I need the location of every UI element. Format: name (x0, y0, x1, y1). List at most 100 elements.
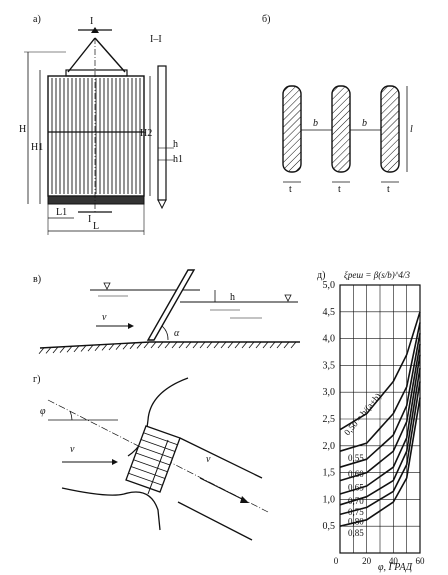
flow-out-arrow-shaft (199, 477, 245, 501)
series-label: 0,65 (348, 483, 364, 493)
series-line (339, 333, 421, 468)
section-mark-top: I (90, 16, 93, 27)
bed-hatch-line (234, 341, 241, 349)
outlet-wall-upper (179, 437, 263, 479)
dim-label-l: l (410, 124, 413, 135)
bed-hatch-line (150, 341, 157, 349)
rack-plan-bar (143, 432, 178, 446)
bed-hatch-line (66, 345, 73, 353)
bed-hatch-line (178, 341, 185, 349)
lifting-sling-right (94, 37, 126, 73)
series-line (339, 367, 421, 506)
dim-label-h: h (173, 139, 178, 150)
chart-grid (339, 284, 421, 554)
y-tick-label: 5,0 (323, 280, 336, 291)
bed-hatch-line (241, 341, 248, 349)
series-label: 0,80 (348, 516, 364, 526)
series-line (339, 343, 421, 482)
bar-profile-1 (282, 85, 302, 173)
bed-hatch-line (101, 344, 108, 351)
series-label: 0,55 (348, 453, 364, 463)
bed-hatch-line (220, 341, 227, 349)
chart-title: ξреш = β(s/b)^4/3 (344, 270, 410, 280)
panel-g-label: г) (33, 374, 40, 385)
series-label: 0,70 (348, 496, 364, 506)
dim-label-H: H (19, 124, 26, 135)
top-beam (65, 69, 128, 77)
bed-hatch-line (262, 341, 269, 349)
angle-arc-phi (69, 410, 73, 421)
bed-hatch-line (115, 343, 122, 350)
y-tick-label: 2,5 (323, 414, 336, 425)
bed-hatch-line (59, 346, 66, 353)
panel-d-resistance-chart: д) ξреш = β(s/b)^4/3 0,51,01,52,02,53,03… (317, 270, 425, 573)
section-title: I–I (150, 34, 162, 45)
section-mark-bottom: I (88, 214, 91, 225)
rack-bottom-beam (47, 195, 145, 205)
channel-bottom (39, 341, 300, 349)
bed-hatch-line (157, 341, 164, 349)
bed-hatch-line (108, 343, 115, 351)
series-label: 0,60 (348, 469, 364, 479)
series-label: 0,75 (348, 507, 364, 517)
dim-label-t-1: t (289, 184, 292, 195)
dim-label-H2: H2 (140, 128, 152, 139)
bed-hatch-line (248, 341, 255, 349)
bed-hatch-line (283, 341, 290, 349)
panel-v-inclined-rack-flow: в) h α v (33, 269, 300, 355)
rack-plan-bars (128, 432, 178, 486)
dim-label-H1: H1 (31, 142, 43, 153)
bed-hatch-line (199, 341, 206, 349)
dim-label-L1: L1 (56, 207, 67, 218)
rack-plan-bar (130, 466, 166, 479)
bar-profile-3 (380, 85, 400, 173)
panel-b-label: б) (262, 14, 270, 25)
panel-d-label: д) (317, 270, 325, 281)
y-tick-label: 2,0 (323, 441, 336, 452)
y-tick-label: 4,5 (323, 307, 336, 318)
bed-hatch-line (73, 345, 80, 353)
outlet-wall-lower (177, 501, 253, 541)
series-label: 0,50 = b/(a+b) (342, 391, 383, 437)
dim-label-t-2: t (338, 184, 341, 195)
water-level-marker-upstream (103, 282, 111, 290)
section-arrow-top (91, 27, 99, 33)
dim-label-h1: h1 (173, 154, 183, 165)
section-tip (157, 199, 167, 210)
panel-v-label: в) (33, 274, 41, 285)
panel-b-bar-cross-section: б) b b t t t l (262, 14, 413, 195)
rack-plan-bar (133, 459, 168, 473)
rack-bars (51, 78, 141, 194)
series-line (339, 354, 421, 495)
chart-x-axis-label: φ, ГРАД (378, 562, 413, 573)
bar-profile-2 (331, 85, 351, 173)
bed-hatch-line (206, 341, 213, 349)
y-tick-label: 0,5 (323, 521, 336, 532)
flow-out-arrow-head (240, 496, 249, 503)
bed-hatch-line (38, 347, 45, 355)
rack-plan-bar (135, 452, 171, 466)
bed-hatch-line (129, 342, 136, 350)
bed-hatch-line (87, 344, 94, 352)
bed-hatch-line (255, 341, 262, 349)
y-tick-label: 3,0 (323, 387, 336, 398)
bed-hatch-line (80, 345, 87, 352)
bed-hatch-line (276, 341, 283, 349)
bed-hatch-line (164, 341, 171, 349)
inclined-rack (146, 269, 196, 341)
bed-hatch-line (122, 342, 129, 350)
head-label: h (230, 292, 235, 303)
angle-arc (161, 325, 169, 341)
outlet-wall-lower-ghost (160, 530, 238, 540)
y-tick-label: 1,0 (323, 494, 336, 505)
series-line (339, 381, 421, 516)
x-tick-label: 0 (334, 556, 339, 566)
panel-a-trash-rack-front-view: а) I I H H1 L1 L I–I (19, 14, 183, 235)
rack-plan-bar (128, 472, 163, 486)
chart-y-ticks: 0,51,01,52,02,53,03,54,04,55,0 (323, 280, 336, 532)
flow-velocity-label: v (102, 312, 107, 323)
dim-label-L: L (93, 221, 99, 232)
series-line (339, 322, 421, 452)
